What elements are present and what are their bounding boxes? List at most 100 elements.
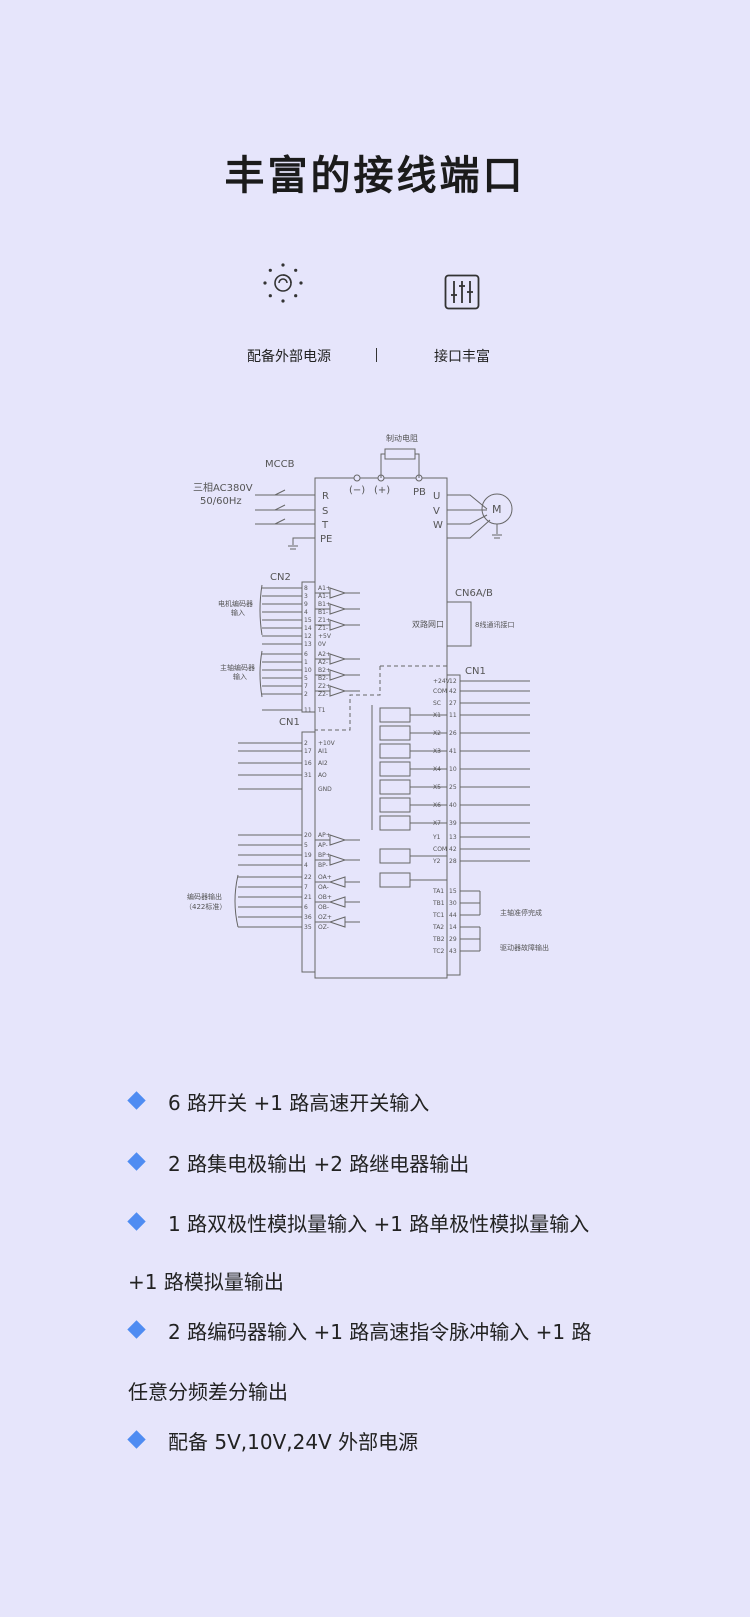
cn1-right-pin-name: TB1 [432, 900, 445, 907]
cn1-left-pin-number: 21 [304, 894, 312, 901]
cn1-left-pin-number: 31 [304, 772, 312, 779]
cn2-pin-number: 10 [304, 667, 312, 674]
cn1-right-label: CN1 [465, 666, 486, 677]
bullet-item-2: 2 路集电极输出 +2 路继电器输出 [168, 1152, 470, 1176]
cn2-pin-number: 9 [304, 601, 308, 608]
wiring-diagram: MCCB 三相AC380V 50/60Hz 制动电阻 (−) (+) PB R … [185, 433, 549, 979]
cn2-pin-number: 11 [304, 707, 312, 714]
cn1-left-label: CN1 [279, 717, 300, 728]
cn1-left-pin-number: 36 [304, 914, 312, 921]
cn1-left-pin-number: 19 [304, 852, 312, 859]
cn1-left-pin-name: +10V [318, 740, 336, 747]
cn1-right-pin-name: TC2 [432, 948, 445, 955]
cn1-right-pin-name: COM [433, 688, 447, 695]
cn1-left-pin-number: 16 [304, 760, 312, 767]
cn1-left-pin-number: 20 [304, 832, 312, 839]
encoder-out-label-2: （422标准） [185, 902, 226, 911]
cn1-right-pin-name: TB2 [432, 936, 445, 943]
cn1-left-pin-name: OA+ [318, 874, 332, 881]
cn1-left-pin-number: 7 [304, 884, 308, 891]
cn1-right-pin-number: 28 [449, 858, 457, 865]
cn1-right-pin-number: 12 [449, 678, 457, 685]
bullet-diamond-icon [127, 1152, 146, 1171]
bullet-item-3: 1 路双极性模拟量输入 +1 路单极性模拟量输入 [168, 1212, 590, 1236]
bullet-item-1: 6 路开关 +1 路高速开关输入 [168, 1091, 430, 1115]
cn2-pin-name: +5V [318, 633, 332, 640]
cn2-pin-name: B2+ [318, 667, 331, 674]
cn1-left-pin-name: OA- [318, 884, 329, 891]
cn1-right-pin-name: X4 [433, 766, 441, 773]
cn1-left-pin-name: OZ+ [318, 914, 332, 921]
cn2-pin-name: Z2+ [318, 683, 331, 690]
cn2-pin-name: Z2- [318, 691, 328, 698]
cn2-pin-number: 5 [304, 675, 308, 682]
cn1-left-pin-name: OB+ [318, 894, 332, 901]
bullet-item-3-cont: +1 路模拟量输出 [128, 1270, 284, 1294]
cn2-pin-number: 14 [304, 625, 312, 632]
spindle-encoder-label-2: 输入 [233, 672, 247, 681]
cn1-right-pin-number: 30 [449, 900, 457, 907]
brake-resistor-label: 制动电阻 [386, 433, 418, 443]
bullet-item-4-cont: 任意分频差分输出 [128, 1380, 288, 1404]
cn1-left-pin-number: 17 [304, 748, 312, 755]
cn1-right-pin-name: X2 [433, 730, 441, 737]
cn2-pin-number: 3 [304, 593, 308, 600]
cn1-right-pin-number: 42 [449, 846, 457, 853]
terminal-t: T [321, 520, 329, 531]
feature-label-power: 配备外部电源 [247, 349, 331, 365]
cn2-label: CN2 [270, 572, 291, 583]
bullet-item-4: 2 路编码器输入 +1 路高速指令脉冲输入 +1 路 [168, 1320, 592, 1344]
cn1-left-pin-name: AI2 [318, 760, 328, 767]
encoder-out-label-1: 编码器输出 [187, 892, 222, 901]
cn2-pin-number: 6 [304, 651, 308, 658]
cn1-right-pin-number: 25 [449, 784, 457, 791]
cn2-pin-name: B1- [318, 609, 328, 616]
cn1-right-pin-number: 41 [449, 748, 457, 755]
cn1-right-pin-name: TC1 [432, 912, 445, 919]
cn1-right-pin-name: COM [433, 846, 447, 853]
spindle-encoder-label-1: 主轴编码器 [220, 663, 255, 672]
bullet-diamond-icon [127, 1091, 146, 1110]
terminal-w: W [433, 520, 443, 531]
cn2-pin-number: 15 [304, 617, 312, 624]
cn2-pin-number: 4 [304, 609, 308, 616]
motor-encoder-label-1: 电机编码器 [218, 599, 253, 608]
pb-label: PB [413, 487, 426, 498]
cn1-left-pin-name: AP+ [318, 832, 331, 839]
cn1-left-pin-name: OZ- [318, 924, 329, 931]
cn2-pin-number: 12 [304, 633, 312, 640]
bullet-diamond-icon [127, 1320, 146, 1339]
cn6-label: CN6A/B [455, 588, 493, 599]
cn1-right-pin-name: X1 [433, 712, 441, 719]
cn1-right-pin-name: SC [433, 700, 441, 707]
feature-separator [376, 348, 377, 362]
feature-label-interface: 接口丰富 [434, 349, 490, 365]
cn1-right-pin-number: 40 [449, 802, 457, 809]
cn1-left-pin-number: 35 [304, 924, 312, 931]
cn1-left-pin-name: AI1 [318, 748, 328, 755]
cn1-right-pin-name: X6 [433, 802, 441, 809]
dc-plus-label: (+) [374, 485, 390, 496]
cn1-right-pin-number: 27 [449, 700, 457, 707]
cn1-right-pin-name: X3 [433, 748, 441, 755]
cn2-pin-name: Z1- [318, 625, 328, 632]
cn6-desc: 8线通讯接口 [475, 620, 514, 629]
cn2-pin-number: 1 [304, 659, 308, 666]
cn2-pin-number: 8 [304, 585, 308, 592]
cn1-left-pin-number: 2 [304, 740, 308, 747]
cn1-right-pin-name: TA2 [432, 924, 444, 931]
cn1-right-pin-number: 14 [449, 924, 457, 931]
power-supply-icon [263, 263, 303, 303]
cn2-pin-name: A1- [318, 593, 328, 600]
cn2-pin-number: 7 [304, 683, 308, 690]
bullet-diamond-icon [127, 1430, 146, 1449]
terminal-v: V [433, 506, 440, 517]
cn1-left-pin-name: BP+ [318, 852, 331, 859]
relay2-desc: 驱动器故障输出 [500, 943, 549, 952]
cn1-right-pin-number: 15 [449, 888, 457, 895]
cn2-pin-name: A2- [318, 659, 328, 666]
cn6-port-label: 双路网口 [412, 619, 444, 629]
cn1-right-pin-number: 26 [449, 730, 457, 737]
power-input-label-1: 三相AC380V [193, 481, 253, 494]
cn1-right-pin-number: 11 [449, 712, 457, 719]
